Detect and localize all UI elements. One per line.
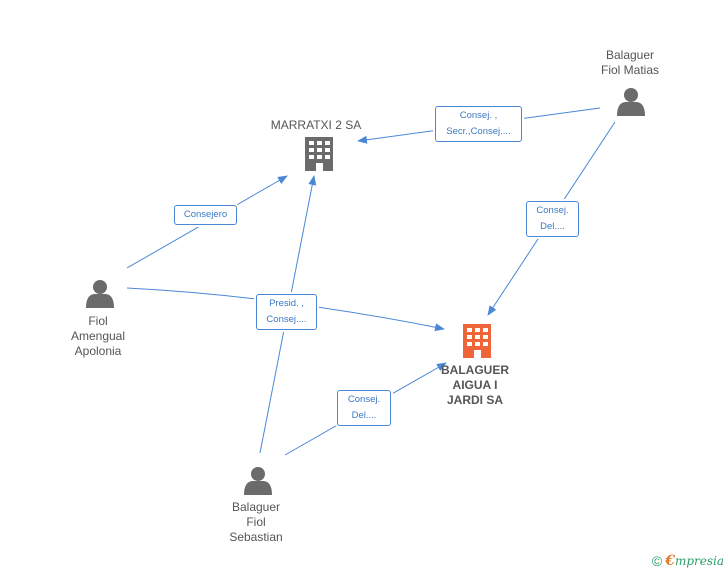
node-label-fiol-apolonia[interactable]: Fiol Amengual Apolonia [70, 314, 126, 358]
building-icon[interactable] [305, 137, 333, 171]
edge-label-line: Consej. , [459, 110, 498, 121]
edge-label-sebastian-both[interactable]: Presid. , Consej.... [256, 294, 317, 330]
edge-label-sebastian-aigua[interactable]: Consej. Del.... [337, 390, 391, 426]
edge-label-line: Consej.... [266, 314, 307, 325]
person-icon[interactable] [617, 88, 645, 116]
edge-label-apolonia-marratxi[interactable]: Consejero [174, 205, 237, 225]
node-label-balaguer-sebastian[interactable]: Balaguer Fiol Sebastian [229, 500, 283, 544]
node-label-balaguer-matias[interactable]: Balaguer Fiol Matias [600, 48, 659, 77]
edge-label-line: Consej. [347, 394, 381, 405]
edge-label-line: Secr.,Consej.... [446, 126, 511, 137]
person-icon[interactable] [86, 280, 114, 308]
edge-label-matias-aigua[interactable]: Consej. Del.... [526, 201, 579, 237]
brand-rest: mpresia [674, 554, 724, 568]
empresia-watermark: © €mpresia [652, 553, 724, 569]
node-label-balaguer-aigua[interactable]: BALAGUER AIGUA I JARDI SA [441, 363, 509, 407]
edge-label-line: Consej. [536, 205, 569, 216]
brand-name: €mpresia [665, 553, 724, 569]
edge-label-line: Presid. , [269, 298, 304, 309]
edge-label-matias-marratxi[interactable]: Consej. , Secr.,Consej.... [435, 106, 522, 142]
copyright-icon: © [651, 553, 663, 569]
person-icon[interactable] [244, 467, 272, 495]
main-building-icon[interactable] [463, 324, 491, 358]
edge-label-line: Del.... [351, 410, 377, 421]
brand-initial: € [665, 553, 675, 569]
edge-label-line: Consejero [183, 209, 228, 220]
edge-label-line: Del.... [540, 221, 565, 232]
node-label-marratxi[interactable]: MARRATXI 2 SA [270, 118, 362, 132]
